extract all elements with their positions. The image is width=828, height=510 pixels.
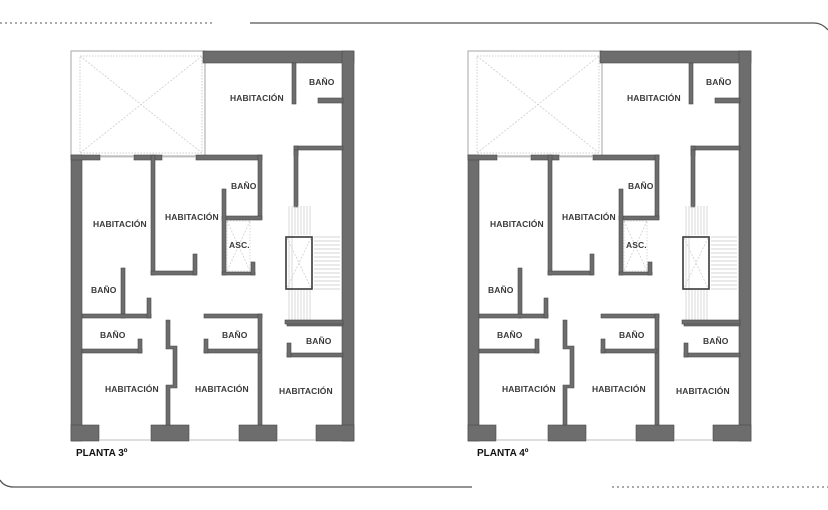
room-label: HABITACIÓN [165, 211, 219, 222]
room-label: BAÑO [703, 336, 729, 346]
room-label: BAÑO [309, 77, 335, 87]
room-label: ASC. [229, 240, 250, 250]
room-label: HABITACIÓN [627, 92, 681, 103]
frame-lines [0, 22, 828, 488]
room-label: BAÑO [628, 181, 654, 191]
plan-drawing [70, 50, 355, 442]
room-label: BAÑO [706, 77, 732, 87]
floor-plan-4: HABITACIÓN BAÑO HABITACIÓN HABITACIÓN BA… [467, 50, 752, 459]
room-label: BAÑO [231, 181, 257, 191]
room-label: HABITACIÓN [230, 92, 284, 103]
room-label: BAÑO [306, 336, 332, 346]
room-label: BAÑO [497, 330, 523, 340]
room-label: BAÑO [619, 330, 645, 340]
room-label: ASC. [626, 240, 647, 250]
plan-drawing [467, 50, 752, 442]
room-label: BAÑO [222, 330, 248, 340]
plan-title: PLANTA 4º [477, 448, 529, 459]
bottom-left-solid-line [0, 479, 472, 488]
room-label: HABITACIÓN [562, 211, 616, 222]
room-label: HABITACIÓN [502, 383, 556, 394]
room-label: HABITACIÓN [592, 383, 646, 394]
room-label: BAÑO [91, 285, 117, 295]
top-right-solid-line [250, 22, 828, 31]
plan-title: PLANTA 3º [76, 448, 128, 459]
room-label: BAÑO [100, 330, 126, 340]
room-label: HABITACIÓN [490, 218, 544, 229]
room-label: HABITACIÓN [93, 218, 147, 229]
room-label: HABITACIÓN [676, 385, 730, 396]
room-label: HABITACIÓN [195, 383, 249, 394]
floor-plan-3: HABITACIÓN BAÑO HABITACIÓN HABITACIÓN BA… [70, 50, 355, 459]
room-label: BAÑO [488, 285, 514, 295]
room-label: HABITACIÓN [105, 383, 159, 394]
room-label: HABITACIÓN [279, 385, 333, 396]
